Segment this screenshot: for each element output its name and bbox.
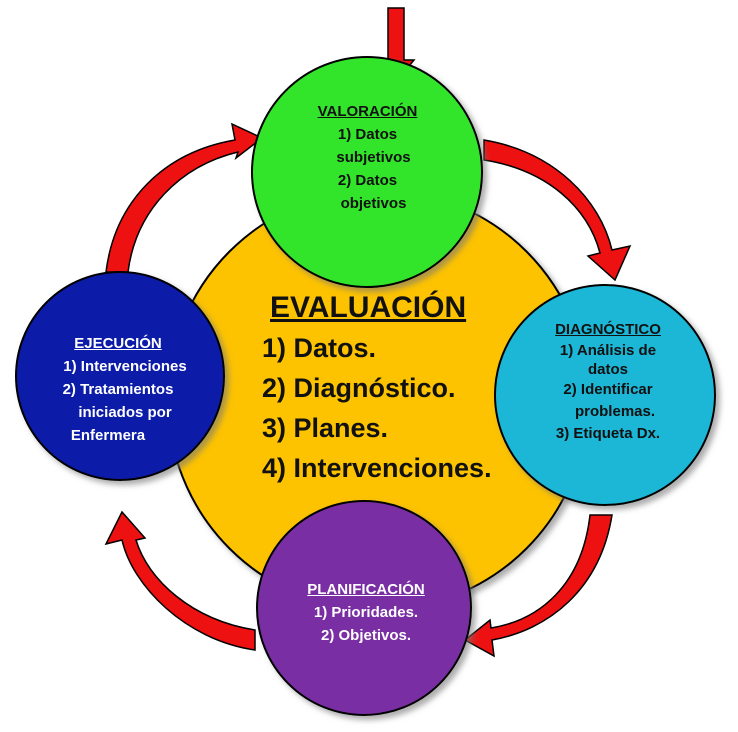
valoracion-line-1: 1) Datos [337,126,398,143]
ejecucion-circle [15,271,225,481]
valoracion-line-2: subjetivos [336,149,411,166]
planificacion-label: PLANIFICACIÓN 1) Prioridades. 2) Objetiv… [286,578,446,647]
ejecucion-line-3: iniciados por [78,404,172,421]
ejecucion-line-1: 1) Intervenciones [63,358,187,375]
planificacion-circle [256,500,472,716]
diagnostico-line-2: datos [587,361,628,378]
valoracion-line-4: objetivos [340,195,407,212]
evaluacion-label: EVALUACIÓN 1) Datos. 2) Diagnóstico. 3) … [262,288,532,488]
evaluacion-item-1: 1) Datos. [262,333,377,363]
planificacion-line-1: 1) Prioridades. [313,604,419,621]
valoracion-title: VALORACIÓN [317,103,418,120]
valoracion-label: VALORACIÓN 1) Datos subjetivos 2) Datos … [290,100,445,215]
evaluacion-item-3: 3) Planes. [262,413,389,443]
diagnostico-line-1: 1) Análisis de [559,342,657,359]
diagnostico-label: DIAGNÓSTICO 1) Análisis de datos 2) Iden… [528,318,688,445]
evaluacion-title: EVALUACIÓN [270,291,467,324]
diagnostico-circle [494,284,716,506]
planificacion-line-2: 2) Objetivos. [320,627,412,644]
ejecucion-label: EJECUCIÓN 1) Intervenciones 2) Tratamien… [45,332,205,447]
ejecucion-line-2: 2) Tratamientos [62,381,174,398]
diagnostico-title: DIAGNÓSTICO [555,321,661,338]
diagnostico-line-3: 2) Identificar [563,381,653,398]
ejecucion-line-4: Enfermera [70,427,146,444]
ejecucion-title: EJECUCIÓN [74,335,162,352]
planificacion-title: PLANIFICACIÓN [307,581,425,598]
arrow-valoracion-diagnostico [483,139,632,282]
arrow-planificacion-ejecucion [104,510,256,651]
evaluacion-item-4: 4) Intervenciones. [262,453,492,483]
evaluacion-item-2: 2) Diagnóstico. [262,373,456,403]
valoracion-circle [251,56,483,288]
valoracion-line-3: 2) Datos [337,172,398,189]
diagnostico-line-5: 3) Etiqueta Dx. [555,425,661,442]
diagnostico-line-4: problemas. [574,403,656,420]
